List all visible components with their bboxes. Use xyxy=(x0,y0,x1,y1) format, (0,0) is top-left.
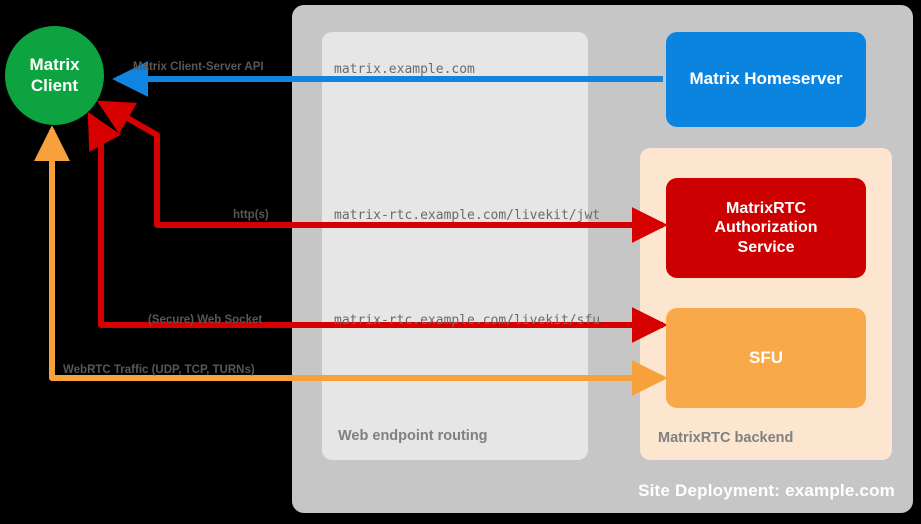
endpoint-matrix: matrix.example.com xyxy=(334,62,475,77)
node-sfu[interactable]: SFU xyxy=(666,308,866,408)
matrix-client-line1: Matrix xyxy=(29,55,80,75)
flow-label-websocket: (Secure) Web Socket xyxy=(148,314,263,326)
site-deployment-label: Site Deployment: example.com xyxy=(638,481,895,500)
auth-line1: MatrixRTC xyxy=(725,200,806,218)
web-endpoint-routing-container: Web endpoint routing xyxy=(322,32,588,460)
web-endpoint-routing-label: Web endpoint routing xyxy=(338,428,488,444)
node-matrixrtc-authorization-service[interactable]: MatrixRTC Authorization Service xyxy=(666,178,866,278)
flow-label-webrtc: WebRTC Traffic (UDP, TCP, TURNs) xyxy=(63,364,255,376)
matrixrtc-backend-label: MatrixRTC backend xyxy=(658,430,794,446)
flow-label-client-server-api: Matrix Client-Server API xyxy=(133,61,264,73)
auth-line3: Service xyxy=(737,238,795,256)
flow-label-https: http(s) xyxy=(233,209,269,221)
matrix-homeserver-label: Matrix Homeserver xyxy=(689,69,843,89)
endpoint-livekit-jwt: matrix-rtc.example.com/livekit/jwt xyxy=(334,208,601,223)
sfu-label: SFU xyxy=(749,347,783,367)
endpoint-livekit-sfu: matrix-rtc.example.com/livekit/sfu xyxy=(334,313,601,328)
matrix-client-line2: Client xyxy=(30,75,79,95)
node-matrix-homeserver[interactable]: Matrix Homeserver xyxy=(666,32,866,127)
node-matrix-client[interactable]: Matrix Client xyxy=(5,26,104,125)
auth-line2: Authorization xyxy=(714,219,818,237)
